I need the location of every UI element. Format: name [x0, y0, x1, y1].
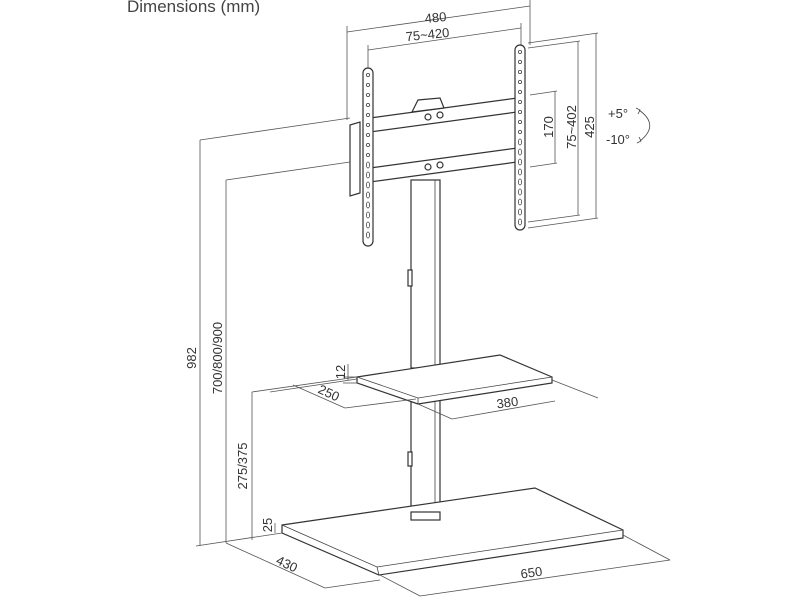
- dim-380: 380: [496, 394, 520, 412]
- dim-425: 425: [582, 116, 597, 138]
- tilt-arrow-icon: [638, 109, 651, 142]
- base-dimension-lines: [195, 117, 671, 597]
- bracket-hole: [518, 188, 523, 196]
- dim-275-375: 275/375: [235, 443, 250, 490]
- dim-982: 982: [184, 347, 199, 369]
- bracket-hole: [365, 132, 370, 137]
- dim-700-800-900: 700/800/900: [210, 322, 225, 394]
- bracket-hole: [518, 70, 523, 75]
- bracket-hole: [365, 211, 370, 219]
- dim-12: 12: [333, 365, 348, 379]
- tilt-up-label: +5°: [608, 106, 628, 121]
- tilt-arrowheads: [635, 107, 642, 144]
- bracket-hole: [365, 93, 370, 98]
- bracket-hole: [365, 83, 370, 88]
- bracket-hole: [518, 50, 523, 55]
- width-dimension-lines: [346, 0, 531, 120]
- bracket-hole: [518, 148, 523, 156]
- bracket-hole: [365, 171, 370, 179]
- bracket-hole: [365, 113, 370, 118]
- bracket-hole: [365, 181, 370, 189]
- base-plate: [281, 487, 624, 576]
- height-dimension-lines: [527, 32, 599, 229]
- bracket-hole: [518, 138, 523, 146]
- dim-25: 25: [260, 518, 275, 532]
- bracket-hole: [365, 142, 370, 147]
- dim-250: 250: [316, 382, 342, 405]
- bracket-hole: [518, 60, 523, 65]
- bracket-hole: [518, 80, 523, 85]
- diagram-title: Dimensions (mm): [127, 0, 261, 16]
- dim-480: 480: [424, 9, 447, 26]
- dim-430: 430: [274, 553, 300, 576]
- dim-170: 170: [541, 116, 556, 138]
- mounting-bracket: [349, 44, 526, 247]
- bracket-hole: [365, 201, 370, 209]
- bracket-hole: [518, 218, 523, 226]
- bracket-hole: [518, 208, 523, 216]
- bracket-hole: [518, 129, 523, 134]
- bracket-hole: [365, 103, 370, 108]
- dim-75-402: 75~402: [564, 105, 579, 149]
- bracket-hole: [365, 123, 370, 128]
- column: [407, 179, 441, 517]
- bracket-hole: [365, 73, 370, 78]
- bracket-hole: [518, 198, 523, 206]
- bracket-hole: [518, 158, 523, 166]
- bracket-hole: [518, 100, 523, 105]
- dim-650: 650: [520, 564, 544, 582]
- dim-75-420: 75~420: [405, 25, 450, 44]
- glass-shelf: [356, 354, 553, 405]
- bracket-hole: [518, 110, 523, 115]
- shelf-dimension-lines: [269, 364, 599, 420]
- tilt-down-label: -10°: [606, 132, 630, 147]
- bracket-hole: [518, 90, 523, 95]
- bracket-hole: [365, 161, 370, 169]
- bracket-hole: [365, 191, 370, 199]
- bracket-hole: [365, 152, 370, 157]
- bracket-hole: [518, 168, 523, 176]
- bracket-hole: [518, 120, 523, 125]
- bracket-hole: [365, 221, 370, 229]
- bracket-hole: [518, 178, 523, 186]
- bracket-hole: [365, 231, 370, 239]
